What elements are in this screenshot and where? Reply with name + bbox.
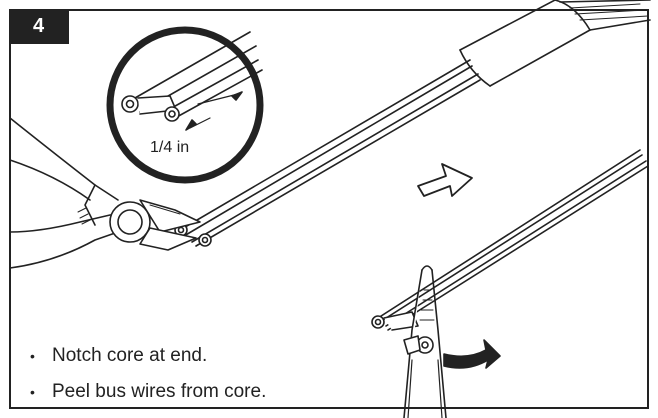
lower-cable [371, 149, 649, 331]
instruction-item: • Peel bus wires from core. [30, 374, 266, 410]
upper-cable [174, 0, 651, 247]
instruction-item: • Notch core at end. [30, 338, 266, 374]
instruction-list: • Notch core at end. • Peel bus wires fr… [30, 338, 266, 410]
curved-peel-arrow-icon [443, 339, 501, 369]
diagonal-cutter-icon [9, 117, 201, 269]
step-number: 4 [33, 15, 45, 37]
step-number-badge: 4 [9, 9, 69, 44]
direction-arrow-icon [417, 163, 473, 197]
needle-nose-pliers-icon [403, 265, 447, 418]
instruction-text: Peel bus wires from core. [52, 381, 267, 402]
measurement-label: 1/4 in [150, 139, 189, 156]
bullet-icon: • [30, 348, 35, 364]
magnified-detail [106, 26, 264, 184]
bullet-icon: • [30, 384, 35, 400]
instruction-text: Notch core at end. [52, 345, 208, 366]
panel-frame [9, 9, 649, 409]
